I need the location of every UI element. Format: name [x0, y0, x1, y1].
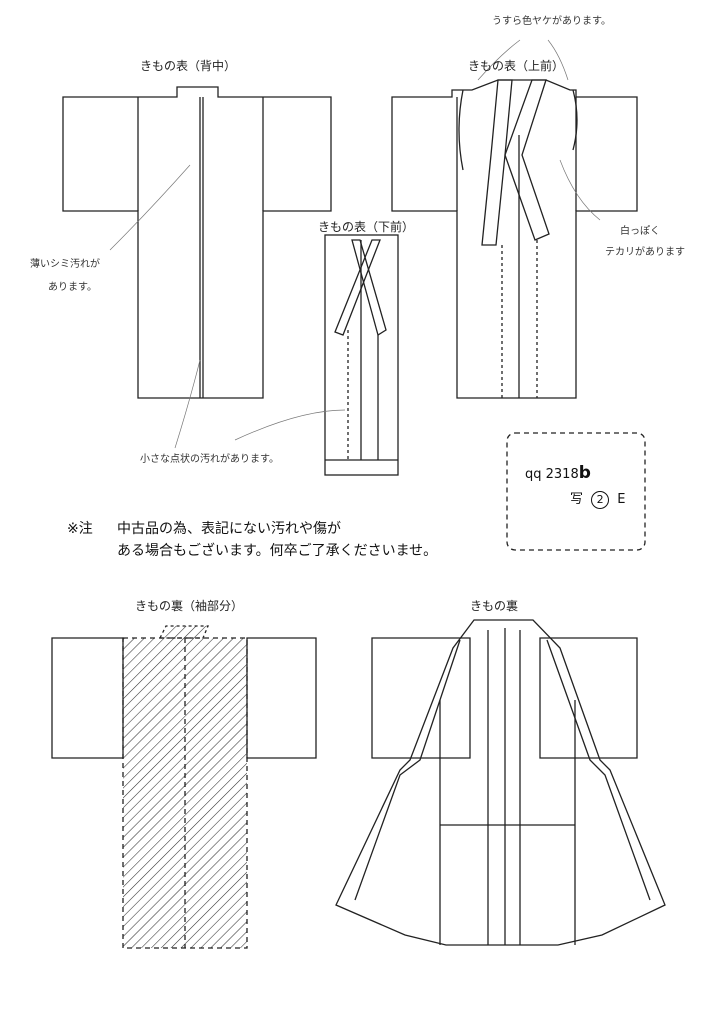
annotation-shine-2: テカリがあります: [605, 247, 685, 258]
annotation-stain-1: 薄いシミ汚れが: [30, 259, 100, 270]
label-lining-body: きもの裏（袖部分）: [135, 599, 244, 613]
label-lining: きもの裏: [470, 599, 519, 613]
label-front-back: きもの表（背中）: [140, 59, 237, 73]
item-code-suffix: b: [578, 463, 591, 483]
kimono-front-lower-diagram: [324, 234, 399, 476]
kimono-front-upper-diagram: [391, 79, 638, 399]
photo-grade: 写 2 E: [570, 488, 626, 509]
kimono-lining-body-diagram: [51, 625, 317, 949]
notice-mark: ※注: [67, 521, 93, 537]
grade: E: [617, 492, 626, 507]
kimono-lining-diagram: [335, 619, 666, 946]
notice-line-1: 中古品の為、表記にない汚れや傷が: [117, 521, 341, 537]
code-box: [506, 432, 646, 551]
photo-mark: 写: [570, 492, 584, 507]
notice-line-2: ある場合もございます。何卒ご了承くださいませ。: [117, 543, 438, 559]
photo-number-circled: 2: [591, 491, 610, 509]
item-code: qq 2318b: [525, 463, 591, 483]
label-front-upper: きもの表（上前）: [468, 59, 565, 73]
annotation-fading: うすら色ヤケがあります。: [492, 16, 611, 27]
annotation-shine-1: 白っぽく: [620, 226, 660, 237]
annotation-stain-2: あります。: [48, 282, 97, 293]
item-code-number: qq 2318: [525, 467, 579, 482]
label-front-lower: きもの表（下前）: [318, 220, 415, 234]
kimono-back-diagram: [62, 86, 332, 399]
annotation-dots: 小さな点状の汚れがあります。: [140, 454, 279, 465]
